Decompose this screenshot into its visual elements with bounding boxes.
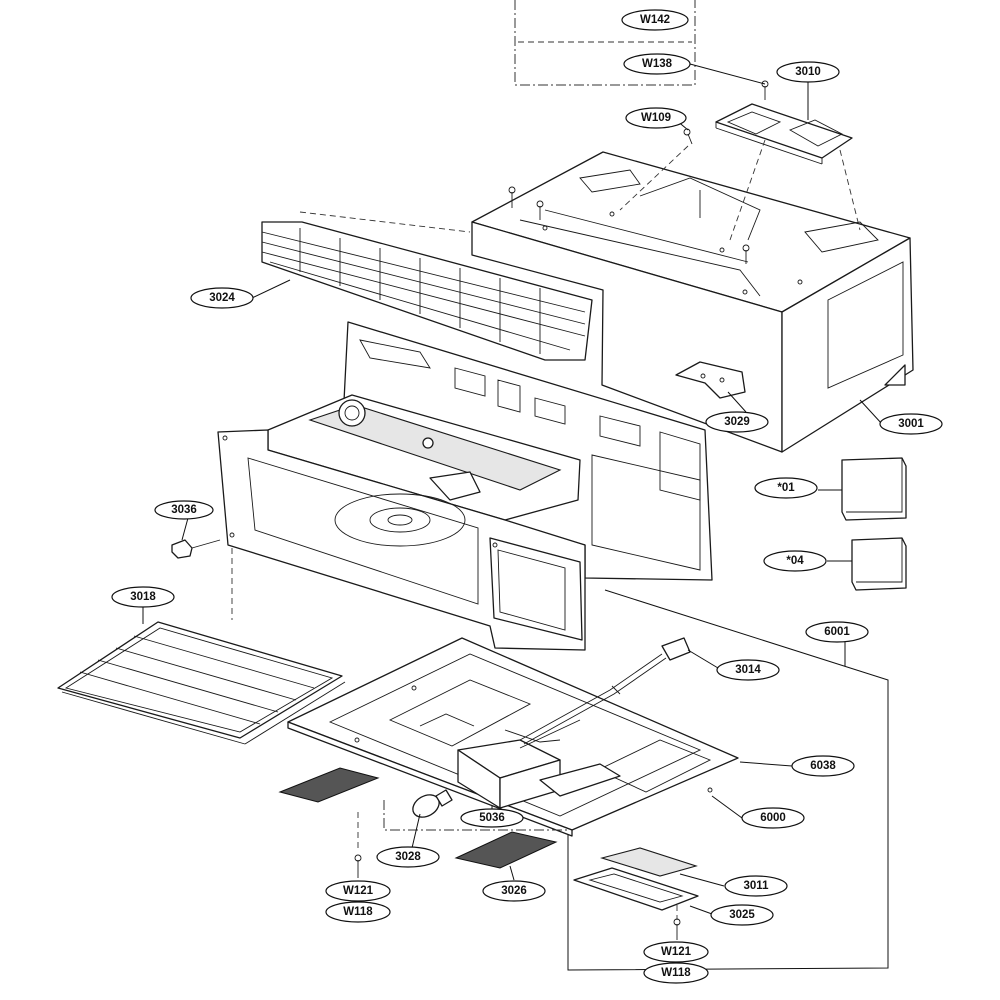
callout-3026: 3026 xyxy=(482,880,546,902)
svg-text:3026: 3026 xyxy=(501,885,527,897)
callout-w118-left: W118 xyxy=(325,901,391,923)
callout-5036: 5036 xyxy=(460,808,524,828)
svg-text:W109: W109 xyxy=(641,112,671,124)
latch-part xyxy=(171,539,221,559)
svg-text:W121: W121 xyxy=(343,885,374,897)
w138-screw-icon xyxy=(761,80,769,100)
callout-6001: 6001 xyxy=(805,621,869,643)
callout-3014: 3014 xyxy=(716,659,780,681)
wire-rack-part xyxy=(57,621,346,745)
lamp-lens-part xyxy=(600,847,698,877)
svg-text:W121: W121 xyxy=(661,946,692,958)
w121-screw-right-icon xyxy=(673,918,681,940)
callout-3011: 3011 xyxy=(724,875,788,897)
callout-3010: 3010 xyxy=(776,61,840,83)
callout-3024: 3024 xyxy=(190,287,254,309)
manual-04-part xyxy=(851,537,907,591)
svg-text:W138: W138 xyxy=(642,58,673,70)
svg-text:3018: 3018 xyxy=(130,591,156,603)
svg-text:3028: 3028 xyxy=(395,851,421,863)
svg-text:W142: W142 xyxy=(640,14,670,26)
callout-w121-right: W121 xyxy=(643,941,709,963)
svg-text:3036: 3036 xyxy=(171,504,197,516)
callout-3036: 3036 xyxy=(154,500,214,520)
callout-w142: W142 xyxy=(621,9,689,31)
callout-w121-left: W121 xyxy=(325,880,391,902)
accessory-box-outline xyxy=(514,0,696,86)
w109-screw-icon xyxy=(683,128,693,145)
base-plate-part xyxy=(287,637,739,837)
vent-grille-part xyxy=(261,221,593,361)
lamp-cover-part xyxy=(573,867,699,911)
callout-w118-right: W118 xyxy=(643,962,709,984)
callout-3029: 3029 xyxy=(705,411,769,433)
svg-text:3024: 3024 xyxy=(209,292,235,304)
small-bracket-part xyxy=(675,361,746,399)
callout-01: *01 xyxy=(754,477,818,499)
svg-text:6000: 6000 xyxy=(760,812,786,824)
callout-w109: W109 xyxy=(625,107,687,129)
svg-text:3014: 3014 xyxy=(735,664,761,676)
wire-harness-part xyxy=(519,637,691,749)
callout-3028: 3028 xyxy=(376,846,440,868)
svg-text:6001: 6001 xyxy=(824,626,850,638)
oven-cavity-part xyxy=(217,321,713,651)
svg-text:*01: *01 xyxy=(777,482,795,494)
svg-text:W118: W118 xyxy=(661,967,691,979)
svg-text:6038: 6038 xyxy=(810,760,836,772)
svg-text:5036: 5036 xyxy=(479,812,505,824)
svg-text:3011: 3011 xyxy=(744,880,770,892)
svg-text:3001: 3001 xyxy=(898,418,924,430)
manual-01-part xyxy=(841,457,907,521)
svg-text:3025: 3025 xyxy=(729,909,755,921)
outer-cabinet-part xyxy=(471,151,914,453)
grease-filter-part xyxy=(278,767,380,803)
callout-w138: W138 xyxy=(623,53,691,75)
svg-text:W118: W118 xyxy=(343,906,373,918)
callout-3025: 3025 xyxy=(710,904,774,926)
top-bracket-part xyxy=(715,103,853,165)
callout-04: *04 xyxy=(763,550,827,572)
svg-text:3010: 3010 xyxy=(795,66,821,78)
svg-text:*04: *04 xyxy=(786,555,804,567)
filter-small-part xyxy=(454,831,558,869)
callout-3018: 3018 xyxy=(111,586,175,608)
svg-text:3029: 3029 xyxy=(724,416,750,428)
callout-6000: 6000 xyxy=(741,807,805,829)
bracket-6038-part xyxy=(504,729,621,797)
cabinet-screws xyxy=(508,186,750,264)
w121-screw-left-icon xyxy=(354,854,362,878)
callout-3001: 3001 xyxy=(879,413,943,435)
lamp-bulb-part xyxy=(412,789,453,818)
callout-6038: 6038 xyxy=(791,755,855,777)
